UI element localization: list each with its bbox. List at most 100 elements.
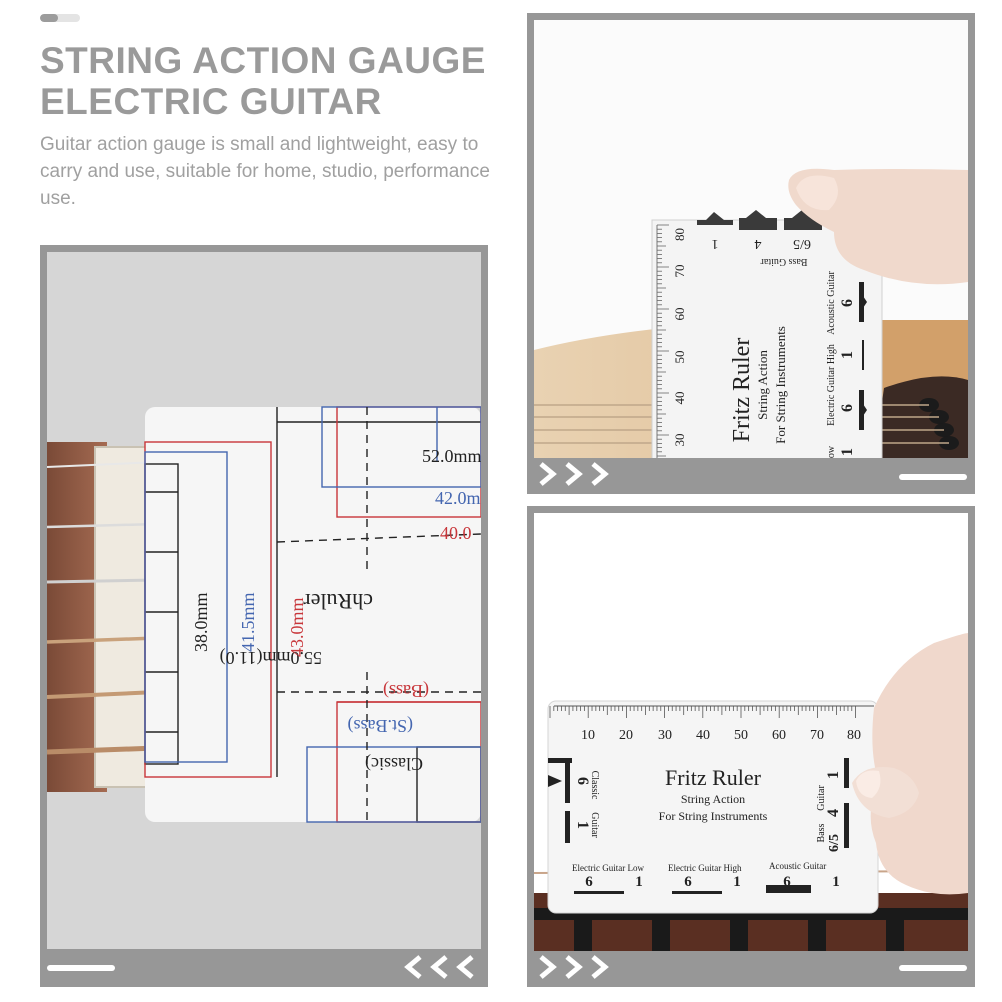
progress-indicator [40,14,80,22]
ruler-scale: 10 20 30 40 50 60 70 80 [581,728,861,743]
top-label-bass-guitar: Bass Guitar [760,256,808,267]
label-41-5mm: 41.5mm [238,592,258,652]
ruler-labels: 52.0mm 42.0m 40.0 chRuler 55.0mm(11.0) (… [191,446,481,774]
scale-50: 50 [672,351,687,364]
closeup-illustration: 52.0mm 42.0m 40.0 chRuler 55.0mm(11.0) (… [47,252,481,949]
prev-chevrons-icon [402,954,478,980]
bottom-number-6b: 6 [684,874,692,890]
right-number-1: 1 [825,771,842,779]
scale-40: 40 [696,728,710,743]
right-label-bass: Bass [816,823,827,842]
guitar-nut [94,446,151,788]
side-label-acoustic: Acoustic Guitar [826,271,837,335]
title-line-1: STRING ACTION GAUGE [40,40,486,81]
bottom-notches [574,885,811,894]
guitar-strings [47,461,158,755]
side-label-low: ow [826,445,837,458]
horizontal-ruler-image-frame: 10 20 30 40 50 60 70 80 Fritz Ruler Stri… [527,506,975,987]
left-label-classic: Classic [589,771,600,800]
scale-40: 40 [672,392,687,405]
ruler-subtitle-2: For String Instruments [659,809,768,823]
label-ruler-name: chRuler [303,589,373,614]
closeup-photo: 52.0mm 42.0m 40.0 chRuler 55.0mm(11.0) (… [47,252,481,949]
closeup-image-frame: 52.0mm 42.0m 40.0 chRuler 55.0mm(11.0) (… [40,245,488,987]
scale-20: 20 [619,728,633,743]
side-label-electric-high: Electric Guitar High [826,344,837,426]
bottom-number-1a: 1 [635,874,643,890]
title-line-2: ELECTRIC GUITAR [40,81,382,122]
scale-60: 60 [772,728,786,743]
ruler-scale: 80 70 60 50 40 30 [672,228,687,447]
bottom-number-6c: 6 [783,874,791,890]
side-number-1a: 1 [839,351,856,359]
thumbnail [796,175,838,211]
ruler-tick-marks [657,224,669,457]
next-chevrons-icon [535,461,611,487]
label-bass: (Bass) [383,680,429,701]
bottom-number-1c: 1 [832,874,840,890]
side-number-1b: 1 [839,448,856,456]
page-title: STRING ACTION GAUGE ELECTRIC GUITAR [40,40,486,122]
bottom-label-electric-high: Electric Guitar High [668,863,742,873]
ruler-card [651,219,883,458]
label-42mm: 42.0m [435,488,481,508]
scale-10: 10 [581,728,595,743]
scale-70: 70 [672,265,687,278]
ruler-brand: Fritz Ruler String Action For String Ins… [659,765,768,823]
scale-30: 30 [672,434,687,447]
ruler-card [145,407,481,822]
next-chevrons-icon [535,954,611,980]
ruler-dashed-lines [276,407,481,822]
ruler-tick-marks [549,706,857,718]
ruler-brand: Fritz Ruler String Action For String Ins… [729,326,788,444]
top-number-6-5: 6/5 [793,236,811,251]
side-notches [859,282,867,430]
bottom-groups: Electric Guitar Low Electric Guitar High… [572,861,840,890]
scale-50: 50 [734,728,748,743]
horizontal-ruler-illustration: 10 20 30 40 50 60 70 80 Fritz Ruler Stri… [534,513,968,951]
label-38mm: 38.0mm [191,592,211,652]
left-number-1: 1 [574,821,591,829]
vertical-ruler-illustration: 80 70 60 50 40 30 1 4 6/5 Bass Guitar [534,20,968,458]
scale-60: 60 [672,308,687,321]
right-number-4: 4 [825,809,842,817]
label-40mm: 40.0 [440,523,472,543]
top-notches [697,210,822,230]
scale-70: 70 [810,728,824,743]
top-number-4: 4 [755,236,762,251]
ruler-subtitle-1: String Action [681,792,745,806]
slider-bar [47,965,115,971]
ruler-subtitle-1: String Action [755,350,770,420]
left-labels: 6 1 Classic Guitar [574,771,600,839]
ruler-card [547,700,879,914]
vertical-ruler-image-frame: 80 70 60 50 40 30 1 4 6/5 Bass Guitar [527,13,975,494]
side-numbers: 6 1 6 1 [839,299,856,456]
top-number-1: 1 [712,236,719,251]
scale-30: 30 [658,728,672,743]
left-notches [548,758,572,843]
right-notches [844,758,849,848]
left-number-6: 6 [574,777,591,785]
horizontal-ruler-photo: 10 20 30 40 50 60 70 80 Fritz Ruler Stri… [534,513,968,951]
bottom-label-electric-low: Electric Guitar Low [572,863,644,873]
ruler-blue-lines [144,406,481,823]
side-number-6a: 6 [839,299,856,307]
right-number-6-5: 6/5 [827,834,842,852]
ruler-brand-name: Fritz Ruler [665,765,762,790]
bottom-number-1b: 1 [733,874,741,890]
side-number-6b: 6 [839,404,856,412]
hand [870,633,968,895]
product-description: Guitar action gauge is small and lightwe… [40,134,490,209]
side-labels: Acoustic Guitar Electric Guitar High ow [826,271,837,458]
label-52mm: 52.0mm [422,446,481,466]
label-st-bass: (St.Bass) [347,715,413,736]
ruler-subtitle-2: For String Instruments [773,326,788,444]
right-label-guitar: Guitar [816,785,827,811]
bottom-label-acoustic: Acoustic Guitar [769,861,826,871]
left-label-guitar: Guitar [589,812,600,838]
label-classic: Classic) [365,753,423,774]
top-numbers: 1 4 6/5 Bass Guitar [712,236,811,267]
right-labels: 1 4 6/5 Guitar Bass [816,771,842,852]
ruler-brand-name: Fritz Ruler [729,338,755,443]
scale-80: 80 [847,728,861,743]
